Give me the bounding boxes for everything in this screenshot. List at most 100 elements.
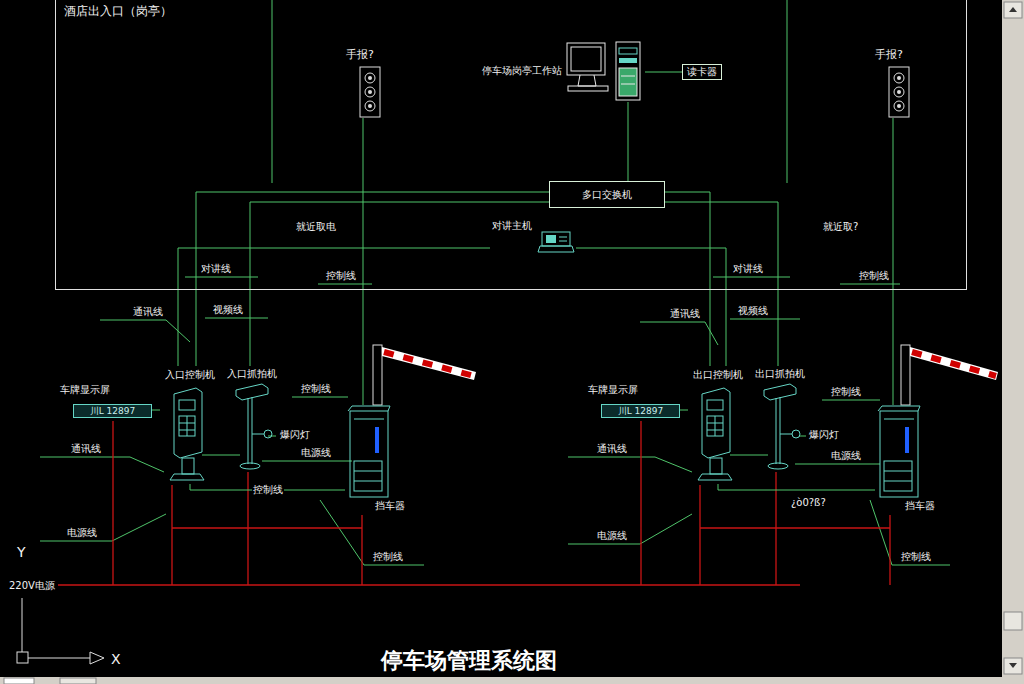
rect-part bbox=[889, 67, 909, 117]
device-label: 入口控制机 bbox=[165, 369, 215, 381]
device-drawing bbox=[688, 366, 743, 484]
line-part bbox=[715, 416, 716, 436]
line-part bbox=[776, 398, 777, 464]
ellipse-part bbox=[768, 463, 788, 469]
path-part bbox=[292, 397, 348, 398]
path-part bbox=[538, 246, 574, 252]
path-part bbox=[730, 455, 768, 456]
polygon-part bbox=[910, 347, 998, 380]
line-part bbox=[248, 398, 249, 464]
wire-label: 爆闪灯 bbox=[279, 429, 311, 441]
wire-connector bbox=[363, 118, 364, 405]
circle-part bbox=[792, 430, 800, 438]
circle-part bbox=[894, 73, 904, 83]
rect-part bbox=[373, 345, 382, 405]
rect-part bbox=[60, 678, 96, 684]
line-part bbox=[559, 241, 567, 242]
rect-part bbox=[707, 416, 723, 436]
rect-part bbox=[182, 458, 194, 474]
path-part bbox=[578, 75, 596, 86]
line-part bbox=[187, 416, 188, 436]
circle-part bbox=[365, 101, 375, 111]
path-part bbox=[90, 652, 104, 664]
device-label: 挡车器 bbox=[375, 500, 405, 512]
path-part bbox=[568, 514, 692, 544]
wire-connector bbox=[576, 248, 726, 366]
plate-number: 川L 12897 bbox=[618, 405, 664, 417]
display-screen: 川L 12897 bbox=[73, 404, 152, 418]
path-part bbox=[170, 474, 204, 480]
wire-label: 控制线 bbox=[252, 484, 284, 496]
rect-part bbox=[567, 43, 605, 75]
rect-part bbox=[375, 427, 379, 453]
circle-part bbox=[368, 76, 372, 80]
barrier-gate: 挡车器 bbox=[345, 405, 412, 514]
plate-number: 川L 12897 bbox=[90, 405, 136, 417]
rect-part bbox=[568, 86, 608, 91]
rect-part bbox=[571, 47, 601, 71]
device-label: 手报? bbox=[875, 48, 903, 61]
rect-part bbox=[4, 678, 34, 684]
circle-part bbox=[894, 101, 904, 111]
line-part bbox=[787, 0, 788, 183]
line-part bbox=[559, 237, 567, 238]
wire-label: 控制线 bbox=[325, 270, 357, 282]
path-part bbox=[822, 400, 880, 401]
device-drawing bbox=[750, 366, 805, 472]
wire-label: 控制线 bbox=[372, 551, 404, 563]
access-controller: 出口控制机 bbox=[688, 366, 748, 484]
path-part bbox=[640, 322, 718, 345]
path-part bbox=[1009, 7, 1017, 12]
wire-label: 通讯线 bbox=[70, 443, 102, 455]
device-label: 出口抓拍机 bbox=[755, 368, 805, 380]
line-part bbox=[384, 352, 474, 376]
rect-part bbox=[179, 416, 195, 436]
wire-label: 电源线 bbox=[830, 450, 862, 462]
path-part bbox=[840, 284, 900, 285]
capture-camera: 出口抓拍机 bbox=[750, 366, 810, 472]
wire-label: 通讯线 bbox=[132, 306, 164, 318]
path-part bbox=[205, 318, 268, 319]
device-label: 车牌显示屏 bbox=[60, 384, 110, 396]
rect-part bbox=[1004, 2, 1022, 18]
wire-connector bbox=[665, 192, 710, 366]
rect-part bbox=[350, 411, 388, 497]
wire-label: 视频线 bbox=[737, 305, 769, 317]
path-part bbox=[100, 320, 190, 342]
path-part bbox=[113, 421, 362, 585]
intercom-host: 对讲主机 bbox=[490, 218, 576, 256]
path-part bbox=[40, 514, 166, 541]
path-part bbox=[870, 500, 950, 565]
wire-label: 220V电源 bbox=[8, 580, 56, 592]
rect-part bbox=[884, 461, 912, 491]
wire-label: 对讲线 bbox=[200, 263, 232, 275]
line-part bbox=[28, 658, 90, 659]
box-label: 多口交换机 bbox=[582, 189, 632, 201]
equipment-box: 读卡器 bbox=[682, 64, 722, 80]
device-drawing bbox=[345, 405, 412, 514]
circle-part bbox=[365, 87, 375, 97]
device-label: 手报? bbox=[346, 48, 374, 61]
line-part bbox=[780, 397, 781, 464]
display-screen: 川L 12897 bbox=[601, 404, 680, 418]
booth-region: 酒店出入口（岗亭）停车场岗亭工作站读卡器多口交换机对讲主机手报?手报? bbox=[55, 0, 967, 290]
line-part bbox=[22, 598, 23, 652]
wire-connector bbox=[152, 410, 160, 411]
capture-camera: 入口抓拍机 bbox=[222, 366, 282, 472]
device-label: 停车场岗亭工作站 bbox=[482, 65, 562, 77]
path-part bbox=[40, 457, 164, 472]
path-part bbox=[202, 455, 240, 456]
wire-label: 就近取? bbox=[822, 221, 859, 233]
circle-part bbox=[894, 87, 904, 97]
wire-label: 就近取电 bbox=[295, 221, 337, 233]
plate-display: 川L 12897 车牌显示屏 bbox=[60, 382, 152, 420]
line-part bbox=[912, 352, 996, 376]
wire-label: 对讲线 bbox=[732, 263, 764, 275]
diagram-title: 停车场管理系统图 bbox=[379, 648, 559, 674]
rect-part bbox=[710, 458, 722, 474]
path-part bbox=[878, 406, 920, 411]
device-label: 出口控制机 bbox=[693, 369, 743, 381]
rect-part bbox=[905, 427, 909, 453]
wire-connector bbox=[680, 410, 688, 411]
